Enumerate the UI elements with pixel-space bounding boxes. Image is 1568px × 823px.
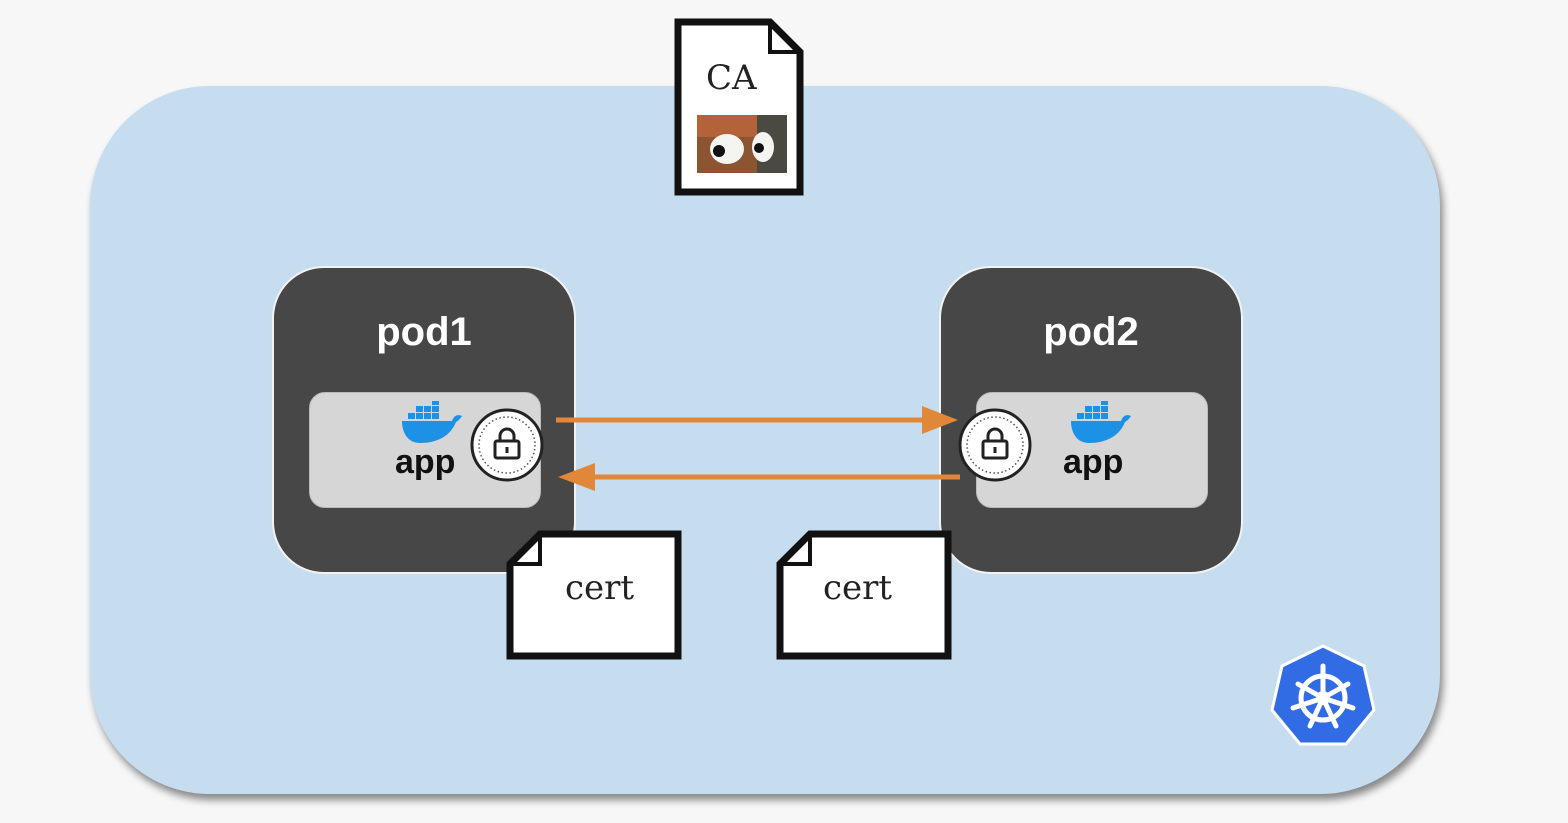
arrow-head-left xyxy=(558,463,595,491)
ca-image xyxy=(697,115,787,173)
pod2-app-label: app xyxy=(1063,443,1124,481)
cert-label: cert xyxy=(565,568,635,608)
cert-label: cert xyxy=(823,568,893,608)
cert-document-pod1 xyxy=(506,530,682,660)
lock-icon xyxy=(958,408,1032,482)
lock-icon xyxy=(470,408,544,482)
ca-label: CA xyxy=(706,58,757,98)
pod2-title: pod2 xyxy=(1043,310,1139,354)
pod1-app-label: app xyxy=(395,443,456,481)
arrow-head-right xyxy=(922,406,958,434)
pod1-title: pod1 xyxy=(376,310,472,354)
docker-whale-icon xyxy=(1071,401,1131,443)
kubernetes-helm-icon xyxy=(1270,644,1376,746)
docker-whale-icon xyxy=(402,401,462,443)
cert-document-pod2 xyxy=(776,530,952,660)
